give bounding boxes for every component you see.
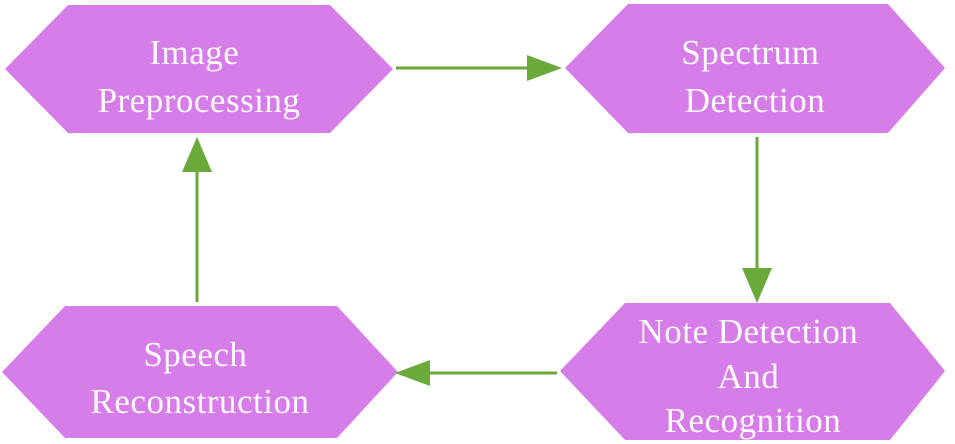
node-label-line: Image [149, 33, 239, 72]
arrow-head-right-icon [527, 55, 562, 81]
node-label-line: Reconstruction [91, 382, 310, 421]
arrow-spectrum-to-note [742, 137, 772, 303]
node-note-detection-and-recognition: Note Detection And Recognition [560, 303, 945, 440]
node-image-preprocessing: Image Preprocessing [5, 5, 393, 133]
arrow-head-up-icon [182, 137, 212, 172]
hexagon-shape [2, 306, 398, 438]
node-label-line: And [717, 357, 779, 396]
node-label: Note Detection And Recognition [638, 312, 867, 440]
hexagon-shape [560, 303, 945, 440]
arrow-image-to-spectrum [396, 55, 562, 81]
node-label-line: Speech [143, 335, 247, 374]
arrow-note-to-speech [395, 360, 557, 386]
node-label-line: Recognition [665, 401, 842, 440]
hexagon-shape [565, 4, 945, 133]
hexagon-shape [5, 5, 393, 133]
node-label: Image Preprocessing [98, 33, 301, 120]
node-label-line: Spectrum [681, 33, 819, 72]
arrow-head-down-icon [742, 268, 772, 303]
arrow-head-left-icon [395, 360, 430, 386]
node-speech-reconstruction: Speech Reconstruction [2, 306, 398, 438]
node-label: Spectrum Detection [681, 33, 828, 120]
node-spectrum-detection: Spectrum Detection [565, 4, 945, 133]
node-label-line: Note Detection [638, 312, 858, 351]
node-label-line: Detection [685, 81, 826, 120]
node-label-line: Preprocessing [98, 81, 301, 120]
node-label: Speech Reconstruction [91, 335, 310, 421]
arrow-speech-to-image [182, 137, 212, 302]
